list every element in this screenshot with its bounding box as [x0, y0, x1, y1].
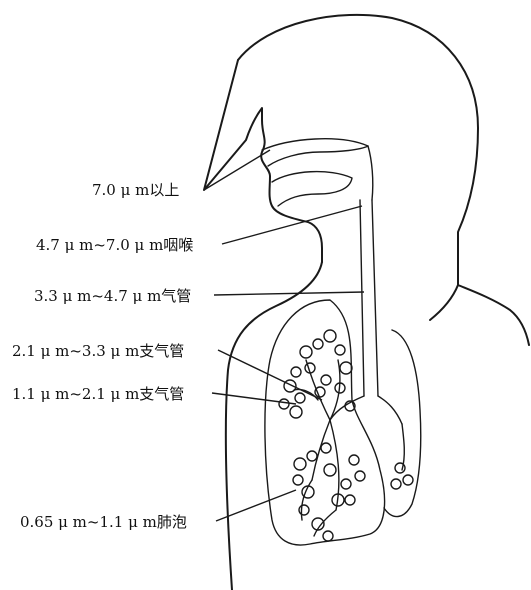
- face-profile: [204, 60, 322, 262]
- pharynx-wall: [368, 146, 373, 200]
- nasal-cavity: [262, 139, 368, 166]
- pointer-trachea: [214, 292, 364, 295]
- trachea-left: [360, 200, 364, 396]
- head-outline: [238, 15, 529, 345]
- pointer-pharynx: [222, 206, 362, 244]
- right-torso-outline: [430, 285, 458, 320]
- alveoli-clusters: [279, 330, 413, 541]
- main-bronchus-right: [378, 396, 402, 424]
- left-torso-outline: [226, 262, 322, 590]
- label-bronchi: 2.1 μ m~3.3 μ m支气管: [12, 342, 184, 360]
- tongue: [272, 172, 352, 206]
- label-nasal: 7.0 μ m以上: [92, 181, 179, 199]
- bronchial-tree: [294, 360, 404, 536]
- label-bronchioles: 1.1 μ m~2.1 μ m支气管: [12, 385, 184, 403]
- label-pharynx: 4.7 μ m~7.0 μ m咽喉: [36, 236, 193, 254]
- label-trachea: 3.3 μ m~4.7 μ m气管: [34, 287, 191, 305]
- trachea-right: [372, 200, 378, 396]
- label-alveoli: 0.65 μ m~1.1 μ m肺泡: [20, 513, 187, 531]
